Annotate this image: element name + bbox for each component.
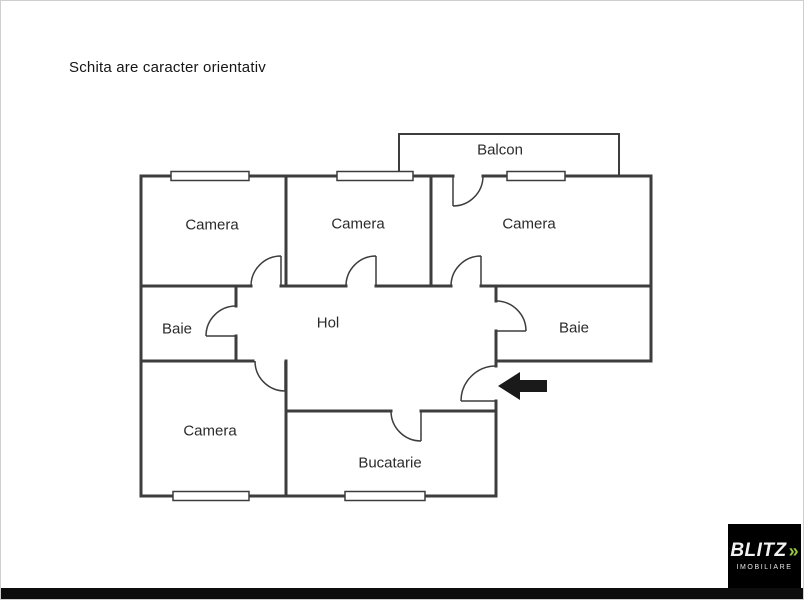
window [172, 490, 250, 502]
chevron-icon: » [788, 540, 799, 561]
room-label-camera-top-left: Camera [185, 216, 239, 234]
balcony-outline [398, 133, 620, 176]
room-label-hol: Hol [316, 314, 340, 332]
logo-brand-row: BLITZ » [730, 541, 798, 560]
bottom-bar [1, 588, 803, 599]
room-label-baie-left: Baie [161, 320, 193, 338]
room-label-camera-top-right: Camera [502, 215, 556, 233]
window [506, 170, 566, 182]
door-arcs [205, 175, 527, 442]
room-label-camera-top-middle: Camera [331, 215, 385, 233]
agency-logo: BLITZ » IMOBILIARE [728, 524, 801, 588]
disclaimer-text: Schita are caracter orientativ [69, 59, 266, 76]
window [170, 170, 250, 182]
walls [139, 174, 653, 498]
logo-brand-text: BLITZ [730, 540, 787, 561]
window [336, 170, 414, 182]
logo-subtitle-text: IMOBILIARE [736, 564, 793, 571]
room-label-balcon: Balcon [477, 141, 523, 159]
entrance-arrow-icon [498, 372, 547, 400]
room-label-baie-right: Baie [558, 319, 590, 337]
windows [170, 170, 566, 502]
window [344, 490, 426, 502]
room-label-bucatarie: Bucatarie [358, 454, 422, 472]
room-label-camera-bottom: Camera [183, 422, 237, 440]
